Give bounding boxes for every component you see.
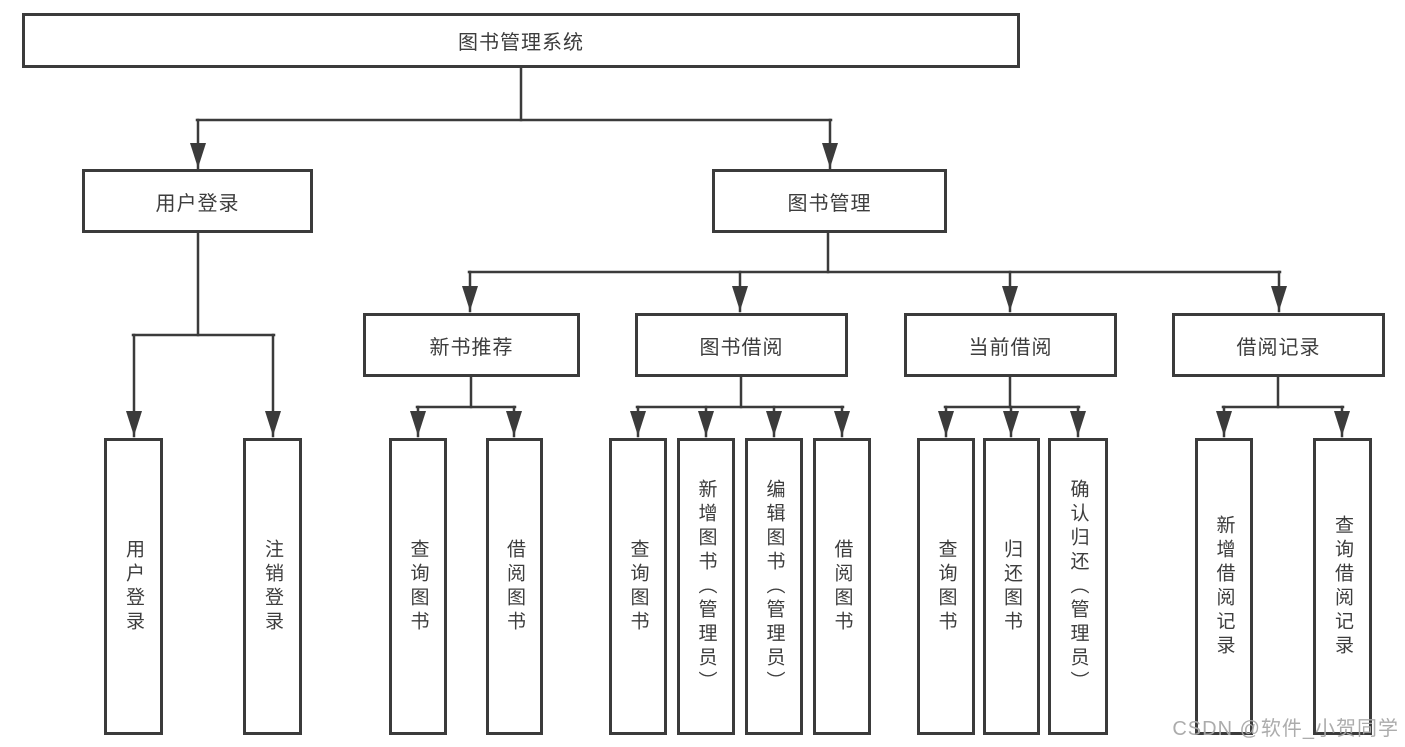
csdn-watermark: CSDN @软件_小贺同学 (1172, 718, 1399, 740)
leaf-label: 查询图书 (407, 538, 429, 635)
leaf-label: 查询图书 (935, 538, 957, 635)
leaf-label: 编辑图书（管理员） (763, 478, 785, 695)
leaf-label: 查询图书 (627, 538, 649, 635)
leaf-label: 用户登录 (123, 538, 144, 635)
leaf-query-books-3: 查询图书 (917, 438, 975, 735)
leaf-label: 借阅图书 (831, 538, 853, 635)
leaf-label: 注销登录 (262, 538, 283, 635)
node-book-borrowing: 图书借阅 (635, 313, 848, 377)
leaf-user-login: 用户登录 (104, 438, 163, 735)
leaf-logout: 注销登录 (243, 438, 302, 735)
leaf-label: 查询借阅记录 (1332, 514, 1353, 659)
leaf-borrow-books-2: 借阅图书 (813, 438, 871, 735)
leaf-label: 借阅图书 (504, 538, 525, 635)
leaf-label: 新增图书（管理员） (695, 478, 717, 695)
leaf-query-books-2: 查询图书 (609, 438, 667, 735)
leaf-query-borrow-record: 查询借阅记录 (1313, 438, 1372, 735)
leaf-confirm-return-admin: 确认归还（管理员） (1048, 438, 1108, 735)
leaf-add-books-admin: 新增图书（管理员） (677, 438, 735, 735)
leaf-query-books-1: 查询图书 (389, 438, 447, 735)
node-current-borrowing: 当前借阅 (904, 313, 1117, 377)
leaf-add-borrow-record: 新增借阅记录 (1195, 438, 1253, 735)
leaf-label: 归还图书 (1001, 538, 1022, 635)
leaf-label: 新增借阅记录 (1213, 514, 1235, 659)
leaf-borrow-books-1: 借阅图书 (486, 438, 543, 735)
node-root: 图书管理系统 (22, 13, 1020, 68)
node-user-login: 用户登录 (82, 169, 313, 233)
node-new-book-recommendation: 新书推荐 (363, 313, 580, 377)
node-book-management: 图书管理 (712, 169, 947, 233)
leaf-label: 确认归还（管理员） (1067, 478, 1089, 695)
leaf-edit-books-admin: 编辑图书（管理员） (745, 438, 803, 735)
node-borrowing-records: 借阅记录 (1172, 313, 1385, 377)
leaf-return-books: 归还图书 (983, 438, 1040, 735)
